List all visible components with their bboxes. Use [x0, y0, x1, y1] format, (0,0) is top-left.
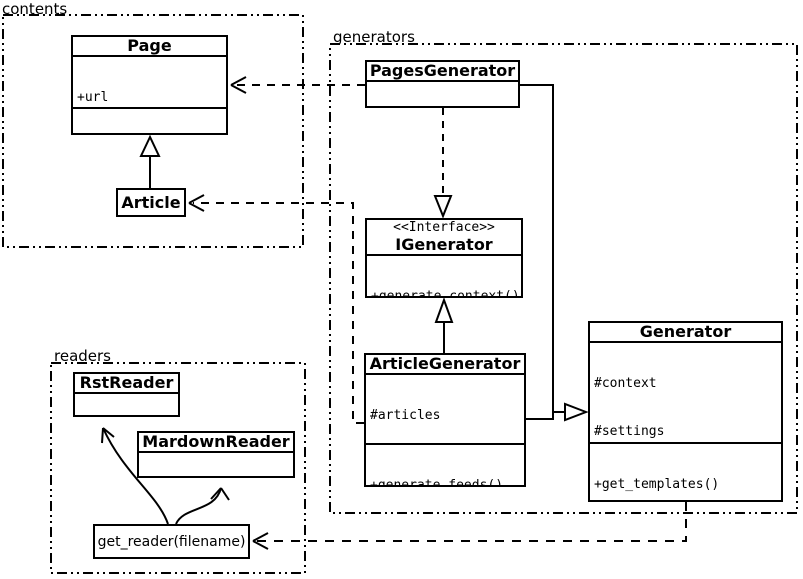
package-label-generators: generators [333, 28, 415, 46]
package-label-contents: contents [2, 0, 68, 18]
package-contents-border [2, 14, 304, 248]
class-name: MardownReader [142, 432, 290, 451]
class-method: +get_templates() [594, 477, 720, 493]
open-arrowhead-icon [101, 427, 115, 444]
inheritance-triangle-icon [564, 402, 589, 422]
realization-triangle-icon [433, 195, 453, 219]
class-markdown-reader: MardownReader +read() [137, 431, 295, 478]
class-rst-reader: RstReader +read() [73, 372, 180, 417]
class-name: RstReader [79, 373, 174, 392]
package-label-readers: readers [54, 347, 111, 365]
attributes-compartment: #context #settings #path #theme #output_… [590, 341, 781, 442]
methods-compartment: +read() [75, 392, 178, 415]
class-page: Page +url +slug +summary +check_properti… [71, 35, 228, 135]
class-method: +generate_context() [371, 289, 520, 296]
dependency-line-articlegenerator-article [193, 202, 364, 424]
class-name-block: <<Interface>> IGenerator [367, 220, 521, 254]
class-pages-generator: PagesGenerator #pages [365, 60, 520, 108]
class-method: +generate_feeds() [370, 478, 523, 485]
attributes-compartment: +url +slug +summary [73, 55, 226, 107]
inheritance-line-pagesgenerator-generator [520, 84, 565, 413]
class-igenerator: <<Interface>> IGenerator +generate_conte… [365, 218, 523, 298]
methods-compartment: +read() [139, 451, 293, 476]
class-attribute: +url [77, 90, 109, 105]
class-name: ArticleGenerator [369, 354, 521, 373]
methods-compartment: +generate_context() +generate_output() [367, 254, 521, 296]
methods-compartment: +get_templates() +get_files(path,exclude… [590, 442, 781, 500]
class-name: PagesGenerator [369, 61, 516, 80]
inheritance-line-articlegenerator-generator [526, 412, 554, 420]
inheritance-triangle-icon [434, 297, 454, 323]
function-node-get-reader: get_reader(filename) [93, 524, 250, 559]
open-arrowhead-icon [210, 487, 230, 501]
open-arrowhead-icon [188, 194, 205, 212]
class-name: IGenerator [395, 235, 493, 254]
class-generator: Generator #context #settings #path #them… [588, 321, 783, 502]
package-readers-border [50, 362, 306, 574]
open-arrowhead-icon [230, 76, 247, 94]
attributes-compartment: #articles #dates #tags #categories [366, 373, 524, 443]
class-article: Article [116, 188, 186, 217]
arrow-line-getreader-markdownreader [175, 487, 222, 525]
class-attribute: #context [594, 376, 657, 391]
class-name: Generator [639, 322, 732, 341]
arrow-line-getreader-rstreader [102, 427, 169, 525]
stereotype-label: <<Interface>> [393, 220, 495, 235]
attributes-compartment: #pages [367, 80, 518, 106]
class-article-generator: ArticleGenerator #articles #dates #tags … [364, 353, 526, 487]
open-arrowhead-icon [252, 532, 269, 550]
dependency-line-generator-getreader [257, 502, 687, 542]
class-attribute: #articles [370, 408, 441, 423]
methods-compartment: +generate_feeds() +generate_pages() [366, 443, 524, 485]
inheritance-triangle-icon [139, 134, 161, 157]
class-name: Article [121, 192, 181, 212]
class-attribute: #settings [594, 424, 665, 439]
methods-compartment: +check_properties() [73, 107, 226, 133]
class-name: Page [127, 36, 172, 55]
